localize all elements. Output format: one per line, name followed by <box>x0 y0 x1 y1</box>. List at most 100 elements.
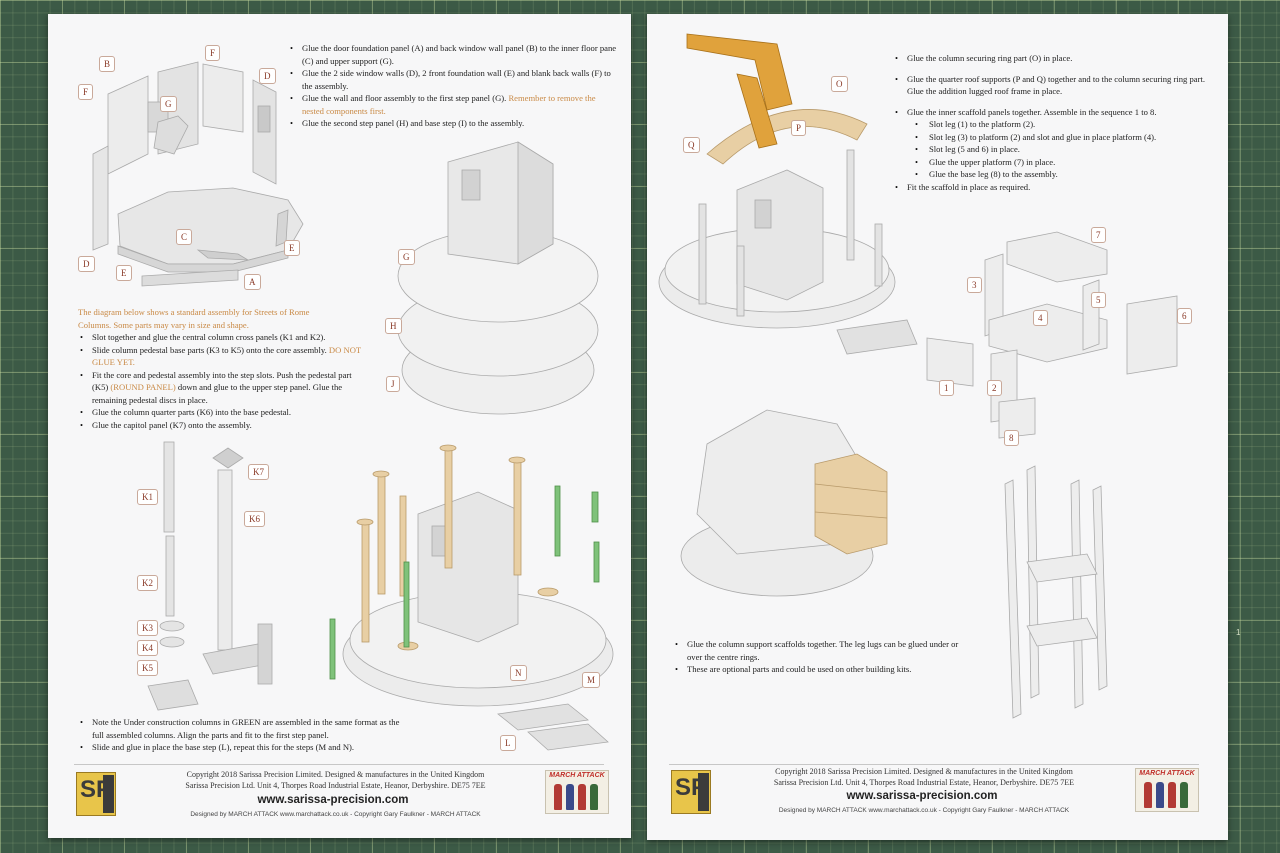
instructions-bottom-right: Glue the column support scaffolds togeth… <box>673 638 963 676</box>
round-panel-note: (ROUND PANEL) <box>110 382 176 392</box>
column-scaffold-illustration <box>1004 465 1108 719</box>
part-label-o: O <box>831 76 848 92</box>
soldier-figure <box>1168 782 1176 808</box>
part-label-k4: K4 <box>137 640 158 656</box>
part-label-d: D <box>259 68 276 84</box>
part-label-k5: K5 <box>137 660 158 676</box>
part-label-m: M <box>582 672 601 688</box>
footer-copyright: Copyright 2018 Sarissa Precision Limited… <box>775 767 1073 776</box>
soldier-figure <box>1156 782 1164 808</box>
soldier-figure <box>566 784 574 810</box>
instruction-subitem: Glue the upper platform (7) in place. <box>893 156 1211 169</box>
part-label-a: A <box>244 274 261 290</box>
column-intro-paragraph: The diagram below shows a standard assem… <box>78 307 310 330</box>
cutting-mat-number: 1 <box>1236 628 1241 637</box>
remember-note: Remember to remove the nested components… <box>302 93 596 116</box>
instructions-bottom-left: Note the Under construction columns in G… <box>78 716 400 754</box>
instruction-item: Glue the second step panel (H) and base … <box>288 117 618 130</box>
part-label-h: H <box>385 318 402 334</box>
part-label-1: 1 <box>939 380 954 396</box>
instruction-item: Glue the quarter roof supports (P and Q)… <box>893 73 1211 98</box>
footer-divider <box>74 764 604 765</box>
footer-url[interactable]: www.sarissa-precision.com <box>846 790 998 802</box>
instruction-item: Glue the 2 side window walls (D), 2 fron… <box>288 67 618 92</box>
instruction-item: Slot together and glue the central colum… <box>78 331 368 344</box>
scaffold-assembly-illustration <box>680 409 888 597</box>
sarissa-logo-wordmark <box>103 775 114 813</box>
instruction-item: Slide and glue in place the base step (L… <box>78 741 400 754</box>
footer-credit: Designed by MARCH ATTACK www.marchattack… <box>190 811 481 818</box>
column-parts-illustration <box>147 441 273 711</box>
march-attack-wordmark: MARCH ATTACK <box>549 772 605 779</box>
soldier-figure <box>1144 782 1152 808</box>
left-diagrams <box>92 61 614 751</box>
instruction-item: Glue the door foundation panel (A) and b… <box>288 42 618 67</box>
march-attack-wordmark: MARCH ATTACK <box>1139 770 1195 777</box>
roof-assembly-illustration <box>658 33 918 355</box>
part-label-d: D <box>78 256 95 272</box>
part-label-f: F <box>78 84 94 100</box>
footer-address: Sarissa Precision Ltd. Unit 4, Thorpes R… <box>773 778 1075 787</box>
part-label-e: E <box>116 265 132 281</box>
footer-url[interactable]: www.sarissa-precision.com <box>257 794 409 806</box>
part-label-2: 2 <box>987 380 1002 396</box>
instruction-sheet-left: Glue the door foundation panel (A) and b… <box>48 14 631 838</box>
part-label-e: E <box>284 240 300 256</box>
instruction-sheet-right: Glue the column securing ring part (O) i… <box>647 14 1228 840</box>
part-label-5: 5 <box>1091 292 1106 308</box>
part-label-8: 8 <box>1004 430 1019 446</box>
soldier-figure <box>554 784 562 810</box>
part-label-k6: K6 <box>244 511 265 527</box>
instruction-item: Slide column pedestal base parts (K3 to … <box>78 344 368 369</box>
part-label-j: J <box>386 376 400 392</box>
soldier-figure <box>1180 782 1188 808</box>
column-assembly-illustration <box>329 444 614 751</box>
instruction-item: Glue the capitol panel (K7) onto the ass… <box>78 419 368 432</box>
part-label-k2: K2 <box>137 575 158 591</box>
part-label-n: N <box>510 665 527 681</box>
sarissa-logo: SP <box>671 770 711 814</box>
part-label-4: 4 <box>1033 310 1048 326</box>
part-label-7: 7 <box>1091 227 1106 243</box>
step-discs-illustration <box>397 141 599 415</box>
footer-credit: Designed by MARCH ATTACK www.marchattack… <box>778 807 1070 814</box>
part-label-c: C <box>176 229 193 245</box>
march-attack-logo: MARCH ATTACK <box>1135 768 1199 812</box>
instruction-item: Glue the column support scaffolds togeth… <box>673 638 963 663</box>
instruction-item: Fit the core and pedestal assembly into … <box>78 369 368 407</box>
march-attack-logo: MARCH ATTACK <box>545 770 609 814</box>
part-label-q: Q <box>683 137 700 153</box>
instruction-item: Glue the column quarter parts (K6) into … <box>78 406 368 419</box>
instruction-item: These are optional parts and could be us… <box>673 663 963 676</box>
part-label-b: B <box>99 56 116 72</box>
sarissa-logo-wordmark <box>698 773 709 811</box>
part-label-k3: K3 <box>137 620 158 636</box>
part-label-k1: K1 <box>137 489 158 505</box>
instruction-subitem: Glue the base leg (8) to the assembly. <box>893 168 1211 181</box>
part-label-p: P <box>791 120 807 136</box>
part-label-l: L <box>500 735 516 751</box>
instruction-item: Glue the inner scaffold panels together.… <box>893 106 1211 119</box>
part-label-6: 6 <box>1177 308 1192 324</box>
soldier-figure <box>578 784 586 810</box>
instruction-item: Glue the column securing ring part (O) i… <box>893 52 1211 65</box>
scaffold-parts-illustration <box>926 231 1178 439</box>
instruction-subitem: Slot leg (3) to platform (2) and slot an… <box>893 131 1211 144</box>
floor-assembly-illustration <box>92 61 304 287</box>
part-label-k7: K7 <box>248 464 269 480</box>
instruction-subitem: Slot leg (1) to the platform (2). <box>893 118 1211 131</box>
right-diagrams <box>658 33 1178 719</box>
soldier-figure <box>590 784 598 810</box>
footer-copyright: Copyright 2018 Sarissa Precision Limited… <box>186 770 485 779</box>
instruction-subitem: Slot leg (5 and 6) in place. <box>893 143 1211 156</box>
part-label-g: G <box>398 249 415 265</box>
sarissa-logo: SP <box>76 772 116 816</box>
footer-divider <box>669 764 1199 765</box>
instructions-top-left: Glue the door foundation panel (A) and b… <box>288 42 618 130</box>
instructions-top-right: Glue the column securing ring part (O) i… <box>893 52 1211 193</box>
instruction-item: Fit the scaffold in place as required. <box>893 181 1211 194</box>
part-label-g: G <box>160 96 177 112</box>
instructions-column: Slot together and glue the central colum… <box>78 331 368 431</box>
part-label-f: F <box>205 45 221 61</box>
footer-address: Sarissa Precision Ltd. Unit 4, Thorpes R… <box>185 781 486 790</box>
